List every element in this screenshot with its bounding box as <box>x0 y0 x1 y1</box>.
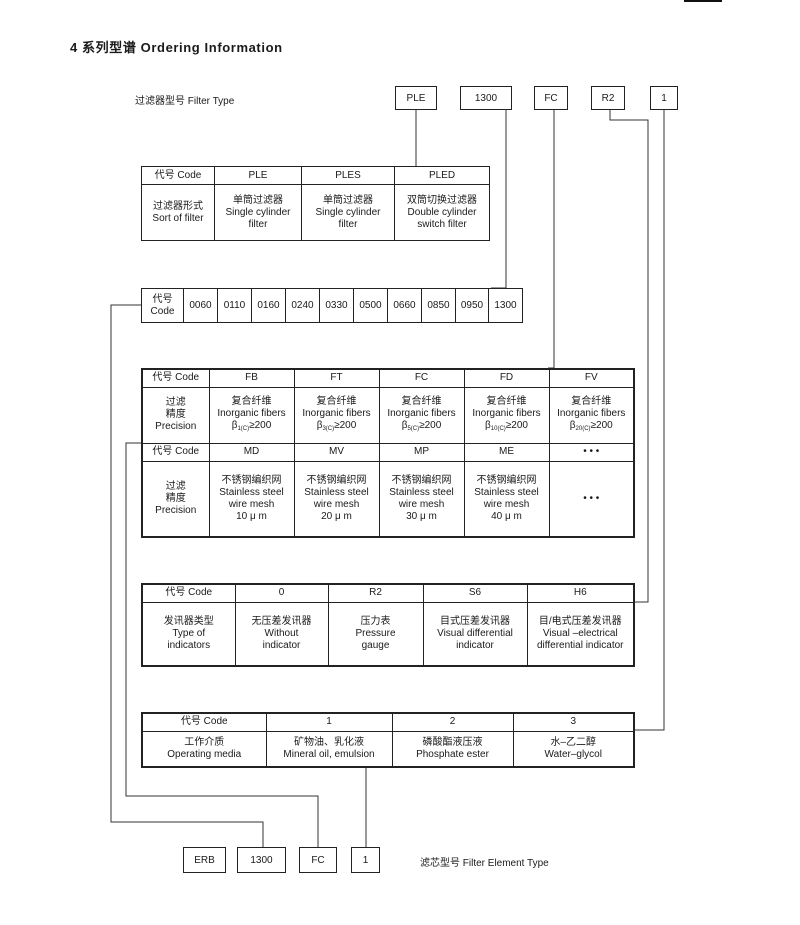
size-code-value: 0850 <box>421 288 456 323</box>
fiber-zh: 复合纤维 <box>571 396 612 408</box>
indicator-value: 目/电式压差发讯器 Visual –electrical differentia… <box>526 601 635 667</box>
media-value: 水–乙二醇 Water–glycol <box>512 730 635 768</box>
mesh-cell: • • • <box>548 460 635 538</box>
precision-code: • • • <box>548 442 635 462</box>
fiber-zh: 复合纤维 <box>486 396 527 408</box>
header-code: 代号 Code <box>141 442 210 462</box>
precision-code: FC <box>378 368 465 388</box>
fiber-en: Inorganic fibers <box>387 408 456 420</box>
row-label-media: 工作介质 Operating media <box>141 730 267 768</box>
mesh-cell: 不锈钢编织网 Stainless steel wire mesh 20 μ m <box>293 460 380 538</box>
top-rule <box>684 0 722 2</box>
mesh-cell: 不锈钢编织网 Stainless steel wire mesh 30 μ m <box>378 460 465 538</box>
indicator-code: S6 <box>422 583 528 603</box>
element-type-label: 滤芯型号 Filter Element Type <box>420 858 549 869</box>
header-pled: PLED <box>394 166 490 185</box>
element-box-type: ERB <box>183 847 226 873</box>
precision-code: FT <box>293 368 380 388</box>
header-code: 代号 Code <box>141 368 210 388</box>
size-code-value: 0660 <box>387 288 422 323</box>
fiber-en: Inorganic fibers <box>472 408 541 420</box>
precision-code: MP <box>378 442 465 462</box>
beta-ratio: β5(C)≥200 <box>401 420 442 433</box>
code-box-type: PLE <box>395 86 437 110</box>
media-code: 1 <box>265 712 393 732</box>
code-box-indicator: R2 <box>591 86 625 110</box>
indicator-value: 压力表 Pressure gauge <box>327 601 424 667</box>
sort-of-filter-table: 代号 Code PLE PLES PLED 过滤器形式 Sort of filt… <box>141 166 490 241</box>
indicator-table: 代号 Code 0 R2 S6 H6 发讯器类型 Type of indicat… <box>141 583 635 667</box>
sort-value: 双筒切换过滤器 Double cylinder switch filter <box>394 184 490 241</box>
indicator-value: 目式压差发讯器 Visual differential indicator <box>422 601 528 667</box>
filter-type-label: 过滤器型号 Filter Type <box>135 96 235 107</box>
header-code: 代号 Code <box>141 583 236 603</box>
code-box-precision: FC <box>534 86 568 110</box>
fiber-zh: 复合纤维 <box>316 396 357 408</box>
fiber-zh: 复合纤维 <box>231 396 272 408</box>
row-label-precision: 过滤 精度 Precision <box>141 460 210 538</box>
header-code: 代号 Code <box>141 166 215 185</box>
precision-code: FV <box>548 368 635 388</box>
indicator-value: 无压差发讯器 Without indicator <box>234 601 329 667</box>
header-ple: PLE <box>214 166 302 185</box>
size-code-label: 代号 Code <box>141 288 184 323</box>
sort-value: 单筒过滤器 Single cylinder filter <box>214 184 302 241</box>
header-code: 代号 Code <box>141 712 267 732</box>
element-box-precision: FC <box>299 847 337 873</box>
indicator-code: R2 <box>327 583 424 603</box>
precision-code: MD <box>208 442 295 462</box>
size-code-value: 0240 <box>285 288 320 323</box>
size-code-value: 1300 <box>488 288 523 323</box>
precision-code: MV <box>293 442 380 462</box>
row-label-indicator: 发讯器类型 Type of indicators <box>141 601 236 667</box>
size-code-table: 代号 Code 0060 0110 0160 0240 0330 0500 06… <box>141 288 523 323</box>
beta-ratio: β20(C)≥200 <box>569 420 613 433</box>
row-label-sort: 过滤器形式 Sort of filter <box>141 184 215 241</box>
media-code: 2 <box>391 712 514 732</box>
size-code-value: 0330 <box>319 288 354 323</box>
page-title: 4 系列型谱 Ordering Information <box>70 40 283 55</box>
media-code: 3 <box>512 712 635 732</box>
fiber-en: Inorganic fibers <box>557 408 626 420</box>
media-value: 矿物油、乳化液 Mineral oil, emulsion <box>265 730 393 768</box>
beta-ratio: β1(C)≥200 <box>231 420 272 433</box>
precision-code: FB <box>208 368 295 388</box>
row-label-precision: 过滤 精度 Precision <box>141 386 210 444</box>
beta-ratio: β10(C)≥200 <box>485 420 528 433</box>
element-box-media: 1 <box>351 847 380 873</box>
fiber-en: Inorganic fibers <box>302 408 371 420</box>
indicator-code: H6 <box>526 583 635 603</box>
size-code-value: 0060 <box>183 288 218 323</box>
sort-value: 单筒过滤器 Single cylinder filter <box>301 184 395 241</box>
precision-table: 代号 Code FB FT FC FD FV 过滤 精度 Precision 复… <box>141 368 635 538</box>
precision-code: FD <box>463 368 550 388</box>
indicator-code: 0 <box>234 583 329 603</box>
precision-code: ME <box>463 442 550 462</box>
mesh-cell: 不锈钢编织网 Stainless steel wire mesh 10 μ m <box>208 460 295 538</box>
fiber-en: Inorganic fibers <box>217 408 286 420</box>
media-value: 磷酸酯液压液 Phosphate ester <box>391 730 514 768</box>
size-code-value: 0950 <box>455 288 489 323</box>
fiber-zh: 复合纤维 <box>401 396 442 408</box>
size-code-value: 0500 <box>353 288 388 323</box>
element-box-size: 1300 <box>237 847 286 873</box>
size-code-value: 0160 <box>251 288 286 323</box>
code-box-media: 1 <box>650 86 678 110</box>
beta-ratio: β3(C)≥200 <box>316 420 357 433</box>
header-ples: PLES <box>301 166 395 185</box>
mesh-cell: 不锈钢编织网 Stainless steel wire mesh 40 μ m <box>463 460 550 538</box>
operating-media-table: 代号 Code 1 2 3 工作介质 Operating media 矿物油、乳… <box>141 712 635 768</box>
code-box-size: 1300 <box>460 86 512 110</box>
size-code-value: 0110 <box>217 288 252 323</box>
